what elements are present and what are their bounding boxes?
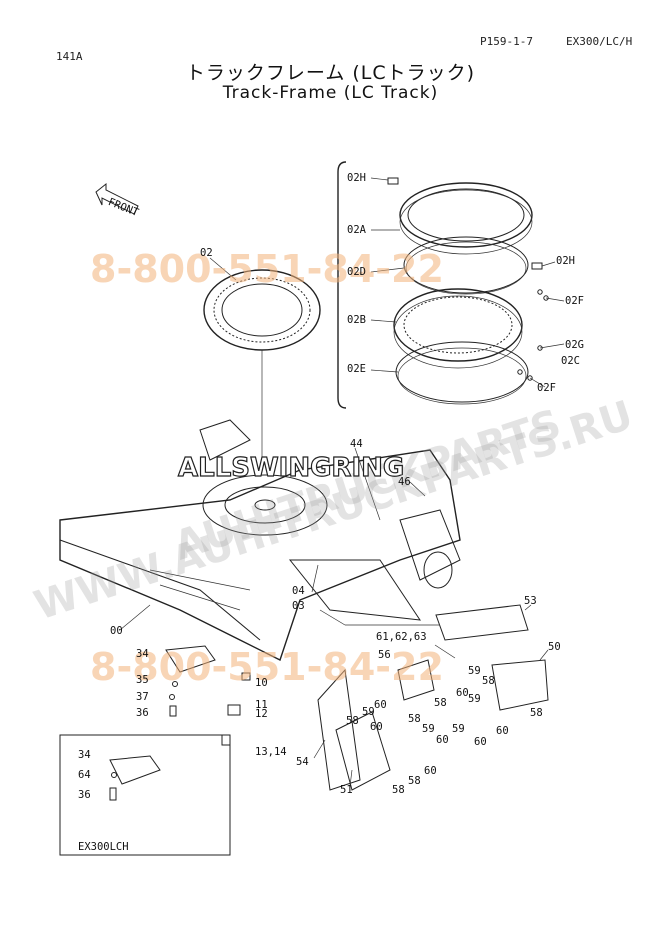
callout-59-a: 59 [468, 665, 481, 677]
callout-13-14: 13,14 [255, 746, 287, 758]
ring-02d [403, 236, 529, 295]
callout-58-d: 58 [408, 713, 421, 725]
callout-02h-top: 02H [347, 172, 366, 184]
page-reference: P159-1-7 [480, 35, 533, 48]
callout-59-c: 59 [452, 723, 465, 735]
sheet-code: 141A [56, 50, 83, 63]
callout-02d: 02D [347, 266, 366, 278]
callout-60-d: 60 [436, 734, 449, 746]
callout-02f-top: 02F [565, 295, 584, 307]
callout-44: 44 [350, 438, 363, 450]
callout-60-g: 60 [424, 765, 437, 777]
callout-35: 35 [136, 674, 149, 686]
front-label: FRONT [106, 196, 140, 219]
callout-34: 34 [136, 648, 149, 660]
inset-callout-36: 36 [78, 789, 91, 801]
callout-60-e: 60 [374, 699, 387, 711]
callout-58-c: 58 [434, 697, 447, 709]
callout-59-e: 59 [362, 706, 375, 718]
callout-58-e: 58 [346, 715, 359, 727]
callout-58-b: 58 [530, 707, 543, 719]
front-arrow-icon: FRONT [95, 182, 141, 219]
callout-37: 37 [136, 691, 149, 703]
title-japanese: トラックフレーム (LCトラック) [185, 62, 476, 84]
callout-53: 53 [524, 595, 537, 607]
callout-11: 11 [255, 699, 268, 711]
callout-04: 04 [292, 585, 305, 597]
callout-60-a: 60 [456, 687, 469, 699]
watermark-phone-top: 8-800-551-84-22 [90, 247, 444, 291]
callout-51: 51 [340, 784, 353, 796]
callout-56: 56 [378, 649, 391, 661]
callout-54: 54 [296, 756, 309, 768]
group-bracket [337, 161, 347, 409]
callout-00: 00 [110, 625, 123, 637]
callout-02g: 02G [565, 339, 584, 351]
watermark-phone-bottom: 8-800-551-84-22 [90, 645, 444, 689]
callout-46: 46 [398, 476, 411, 488]
leader-lines [119, 177, 565, 787]
callout-02h-right: 02H [556, 255, 575, 267]
callout-02: 02 [200, 247, 213, 259]
callout-labels: 02H 02A 02D 02B 02E 02 02H 02F 02G 02C 0… [78, 172, 584, 801]
ring-02a [399, 182, 533, 255]
callout-60-f: 60 [370, 721, 383, 733]
watermark-site-bottom: AUHITRUCKPARTS [169, 401, 567, 569]
callout-58-f: 58 [392, 784, 405, 796]
callout-61-62-63: 61,62,63 [376, 631, 427, 643]
callout-02f-bottom: 02F [537, 382, 556, 394]
inset-box: EX300LCH [59, 734, 231, 856]
callout-03: 03 [292, 600, 305, 612]
watermark-brand: ALLSWINGRING [178, 453, 404, 483]
callout-58-a: 58 [482, 675, 495, 687]
callout-36: 36 [136, 707, 149, 719]
callout-59-d: 59 [422, 723, 435, 735]
callout-12: 12 [255, 708, 268, 720]
inset-caption: EX300LCH [78, 841, 129, 853]
track-guards [317, 604, 549, 791]
callout-10: 10 [255, 677, 268, 689]
title-english: Track-Frame (LC Track) [222, 83, 439, 103]
callout-50: 50 [548, 641, 561, 653]
callout-59-b: 59 [468, 693, 481, 705]
ring-02b [393, 288, 523, 369]
callout-60-b: 60 [496, 725, 509, 737]
callout-02a: 02A [347, 224, 367, 236]
callout-02c: 02C [561, 355, 580, 367]
callout-60-c: 60 [474, 736, 487, 748]
callout-58-g: 58 [408, 775, 421, 787]
track-frame-body [59, 419, 461, 661]
inset-callout-64: 64 [78, 769, 91, 781]
callout-02e: 02E [347, 363, 366, 375]
model-code: EX300/LC/H [566, 35, 633, 48]
callout-02b: 02B [347, 314, 366, 326]
inset-callout-34: 34 [78, 749, 91, 761]
